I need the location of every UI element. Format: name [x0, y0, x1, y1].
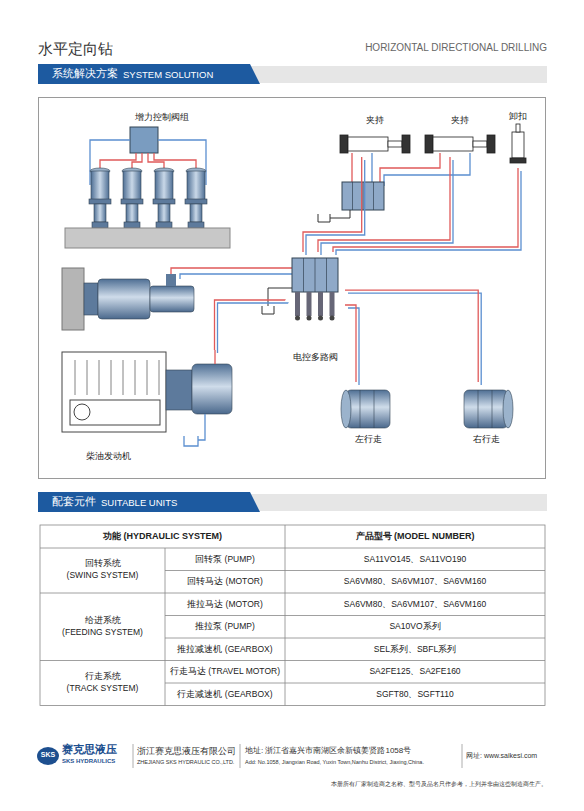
table-cell: SA6VM80、SA6VM107、SA6VM160 [285, 599, 545, 609]
table-cell: 行走系统 [40, 671, 165, 681]
band-heading: 配套元件 [52, 495, 96, 509]
band-fill [38, 492, 260, 512]
return-line [336, 171, 521, 255]
table-cell: SA11VO145、SA11VO190 [285, 554, 545, 564]
component-name: 夹持 [423, 115, 497, 126]
band-heading: 系统解决方案 [52, 67, 118, 81]
table-cell: 给进系统 [40, 615, 165, 625]
hydraulic-pipe [345, 290, 481, 385]
hydraulic-pipe [215, 300, 289, 353]
band-subheading: SUITABLE UNITS [101, 497, 177, 508]
band-subheading: SYSTEM SOLUTION [123, 69, 213, 80]
hydraulic-pipe [333, 168, 521, 255]
header-english: HORIZONTAL DIRECTIONAL DRILLING [330, 42, 547, 54]
return-line [306, 160, 365, 255]
hydraulic-pipe [345, 305, 359, 385]
component-label-box: 左行走 [338, 382, 398, 448]
pressure-line [345, 305, 356, 382]
table-cell: 行走减速机 (GEARBOX) [165, 689, 285, 699]
component-label-box: 增力控制阀组 [112, 110, 212, 158]
table-cell: (TRACK SYSTEM) [40, 683, 165, 693]
footer-text: 网址: www.saikesi.com [466, 752, 548, 760]
component-label-box: 电控多路阀 [285, 252, 345, 364]
table-cell: SA10VO系列 [285, 621, 545, 631]
footer-text: SKS [37, 751, 59, 759]
band-fill [38, 64, 260, 84]
table-cell: SEL系列、SBFL系列 [285, 644, 545, 654]
section-band: 配套元件 SUITABLE UNITS [38, 492, 260, 512]
footer-text: SKS HYDRAULICS [62, 758, 132, 765]
component-name: 左行走 [338, 434, 398, 445]
return-line [348, 308, 359, 385]
table-header: 功能 (HYDRAULIC SYSTEM) [40, 531, 285, 542]
hydraulic-pipe [303, 157, 365, 255]
return-line [348, 293, 481, 385]
table-cell: 推拉马达 (MOTOR) [165, 599, 285, 609]
table-header: 产品型号 (MODEL NUMBER) [285, 531, 545, 542]
footer-text: Add: No.1058, Jiangxian Road, Yuxin Town… [245, 759, 462, 766]
component-label-box: 卸扣 [505, 110, 531, 168]
table-cell: SGFT80、SGFT110 [285, 689, 545, 699]
component-label-box: 夹持 [423, 113, 497, 157]
section-band: 系统解决方案 SYSTEM SOLUTION [38, 64, 260, 84]
component-name: 卸扣 [498, 111, 538, 122]
pressure-line [333, 168, 518, 252]
footer-text: 赛克思液压 [62, 743, 132, 756]
table-cell: 行走马达 (TRAVEL MOTOR) [165, 666, 285, 676]
table-cell: 推拉泵 (PUMP) [165, 621, 285, 631]
table-cell: SA6VM80、SA6VM107、SA6VM160 [285, 576, 545, 586]
footer-text: 本册所有厂家制造商之名称、型号及品名只作参考，上列并非由这些制造商生产。 [240, 781, 547, 788]
component-name: 夹持 [338, 115, 412, 126]
page-title: 水平定向钻 [38, 40, 113, 58]
hydraulic-pipe [318, 157, 453, 255]
return-line [218, 303, 289, 353]
table-cell: SA2FE125、SA2FE160 [285, 666, 545, 676]
component-label-box: 右行走 [458, 382, 514, 448]
table-cell: (SWING SYSTEM) [40, 570, 165, 580]
table-cell: 推拉减速机 (GEARBOX) [165, 644, 285, 654]
footer-text: ZHEJIANG SKS HYDRAULIC CO.,LTD. [137, 759, 239, 766]
component-name: 右行走 [458, 434, 514, 445]
table-cell: 回转马达 (MOTOR) [165, 576, 285, 586]
pressure-line [345, 290, 478, 382]
component-label-box: 夹持 [338, 113, 412, 157]
component-name: 增力控制阀组 [112, 112, 212, 123]
component-name: 电控多路阀 [275, 352, 355, 363]
table-cell: (FEEDING SYSTEM) [40, 627, 165, 637]
footer-text: 浙江赛克思液压有限公司 [137, 746, 239, 757]
table-cell: 回转泵 (PUMP) [165, 554, 285, 564]
pressure-line [303, 157, 362, 252]
component-name: 柴油发动机 [86, 451, 176, 462]
footer-text: 地址: 浙江省嘉兴市南湖区余新镇姜贤路1058号 [245, 746, 461, 756]
pressure-line [215, 300, 286, 350]
return-line [321, 160, 453, 255]
pressure-line [318, 157, 450, 252]
table-cell: 回转系统 [40, 558, 165, 568]
component-label-box: 柴油发动机 [58, 350, 240, 465]
